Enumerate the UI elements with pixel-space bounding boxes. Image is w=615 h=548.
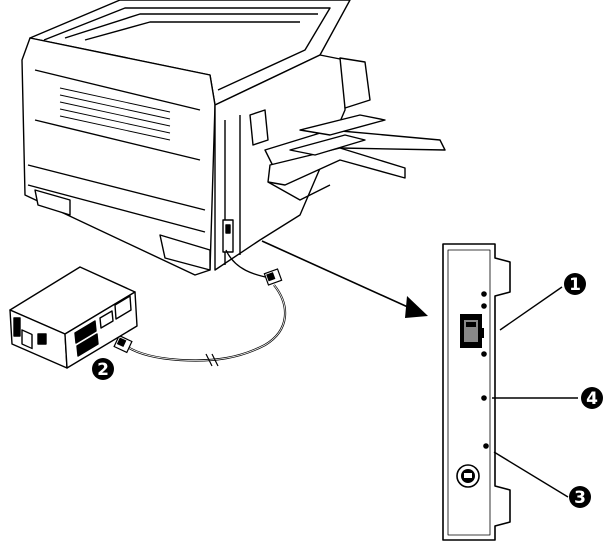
svg-text:2: 2 [97, 360, 109, 380]
svg-text:1: 1 [569, 275, 581, 295]
ethernet-port-icon [460, 314, 484, 348]
status-led-icon [481, 351, 487, 357]
status-led-icon [483, 443, 489, 449]
callout-badge-2: 2 [92, 358, 114, 380]
status-led-icon [481, 395, 487, 401]
svg-text:3: 3 [574, 488, 586, 508]
status-led-icon [481, 291, 487, 297]
network-hub-icon [9, 266, 138, 369]
arrowhead-icon [405, 296, 428, 318]
rj45-connector-icon [113, 334, 133, 354]
status-led-icon [481, 303, 487, 309]
printer-illustration [21, 0, 446, 276]
callout-badge-4: 4 [581, 387, 603, 409]
network-card-panel [442, 243, 511, 541]
svg-text:4: 4 [586, 389, 598, 409]
callout-badge-1: 1 [564, 273, 586, 295]
pointer-arrow [261, 240, 411, 309]
rj45-connector-icon [263, 268, 283, 286]
ps2-port-icon [456, 464, 480, 488]
callout-badge-3: 3 [569, 486, 591, 508]
network-cable [125, 284, 287, 362]
